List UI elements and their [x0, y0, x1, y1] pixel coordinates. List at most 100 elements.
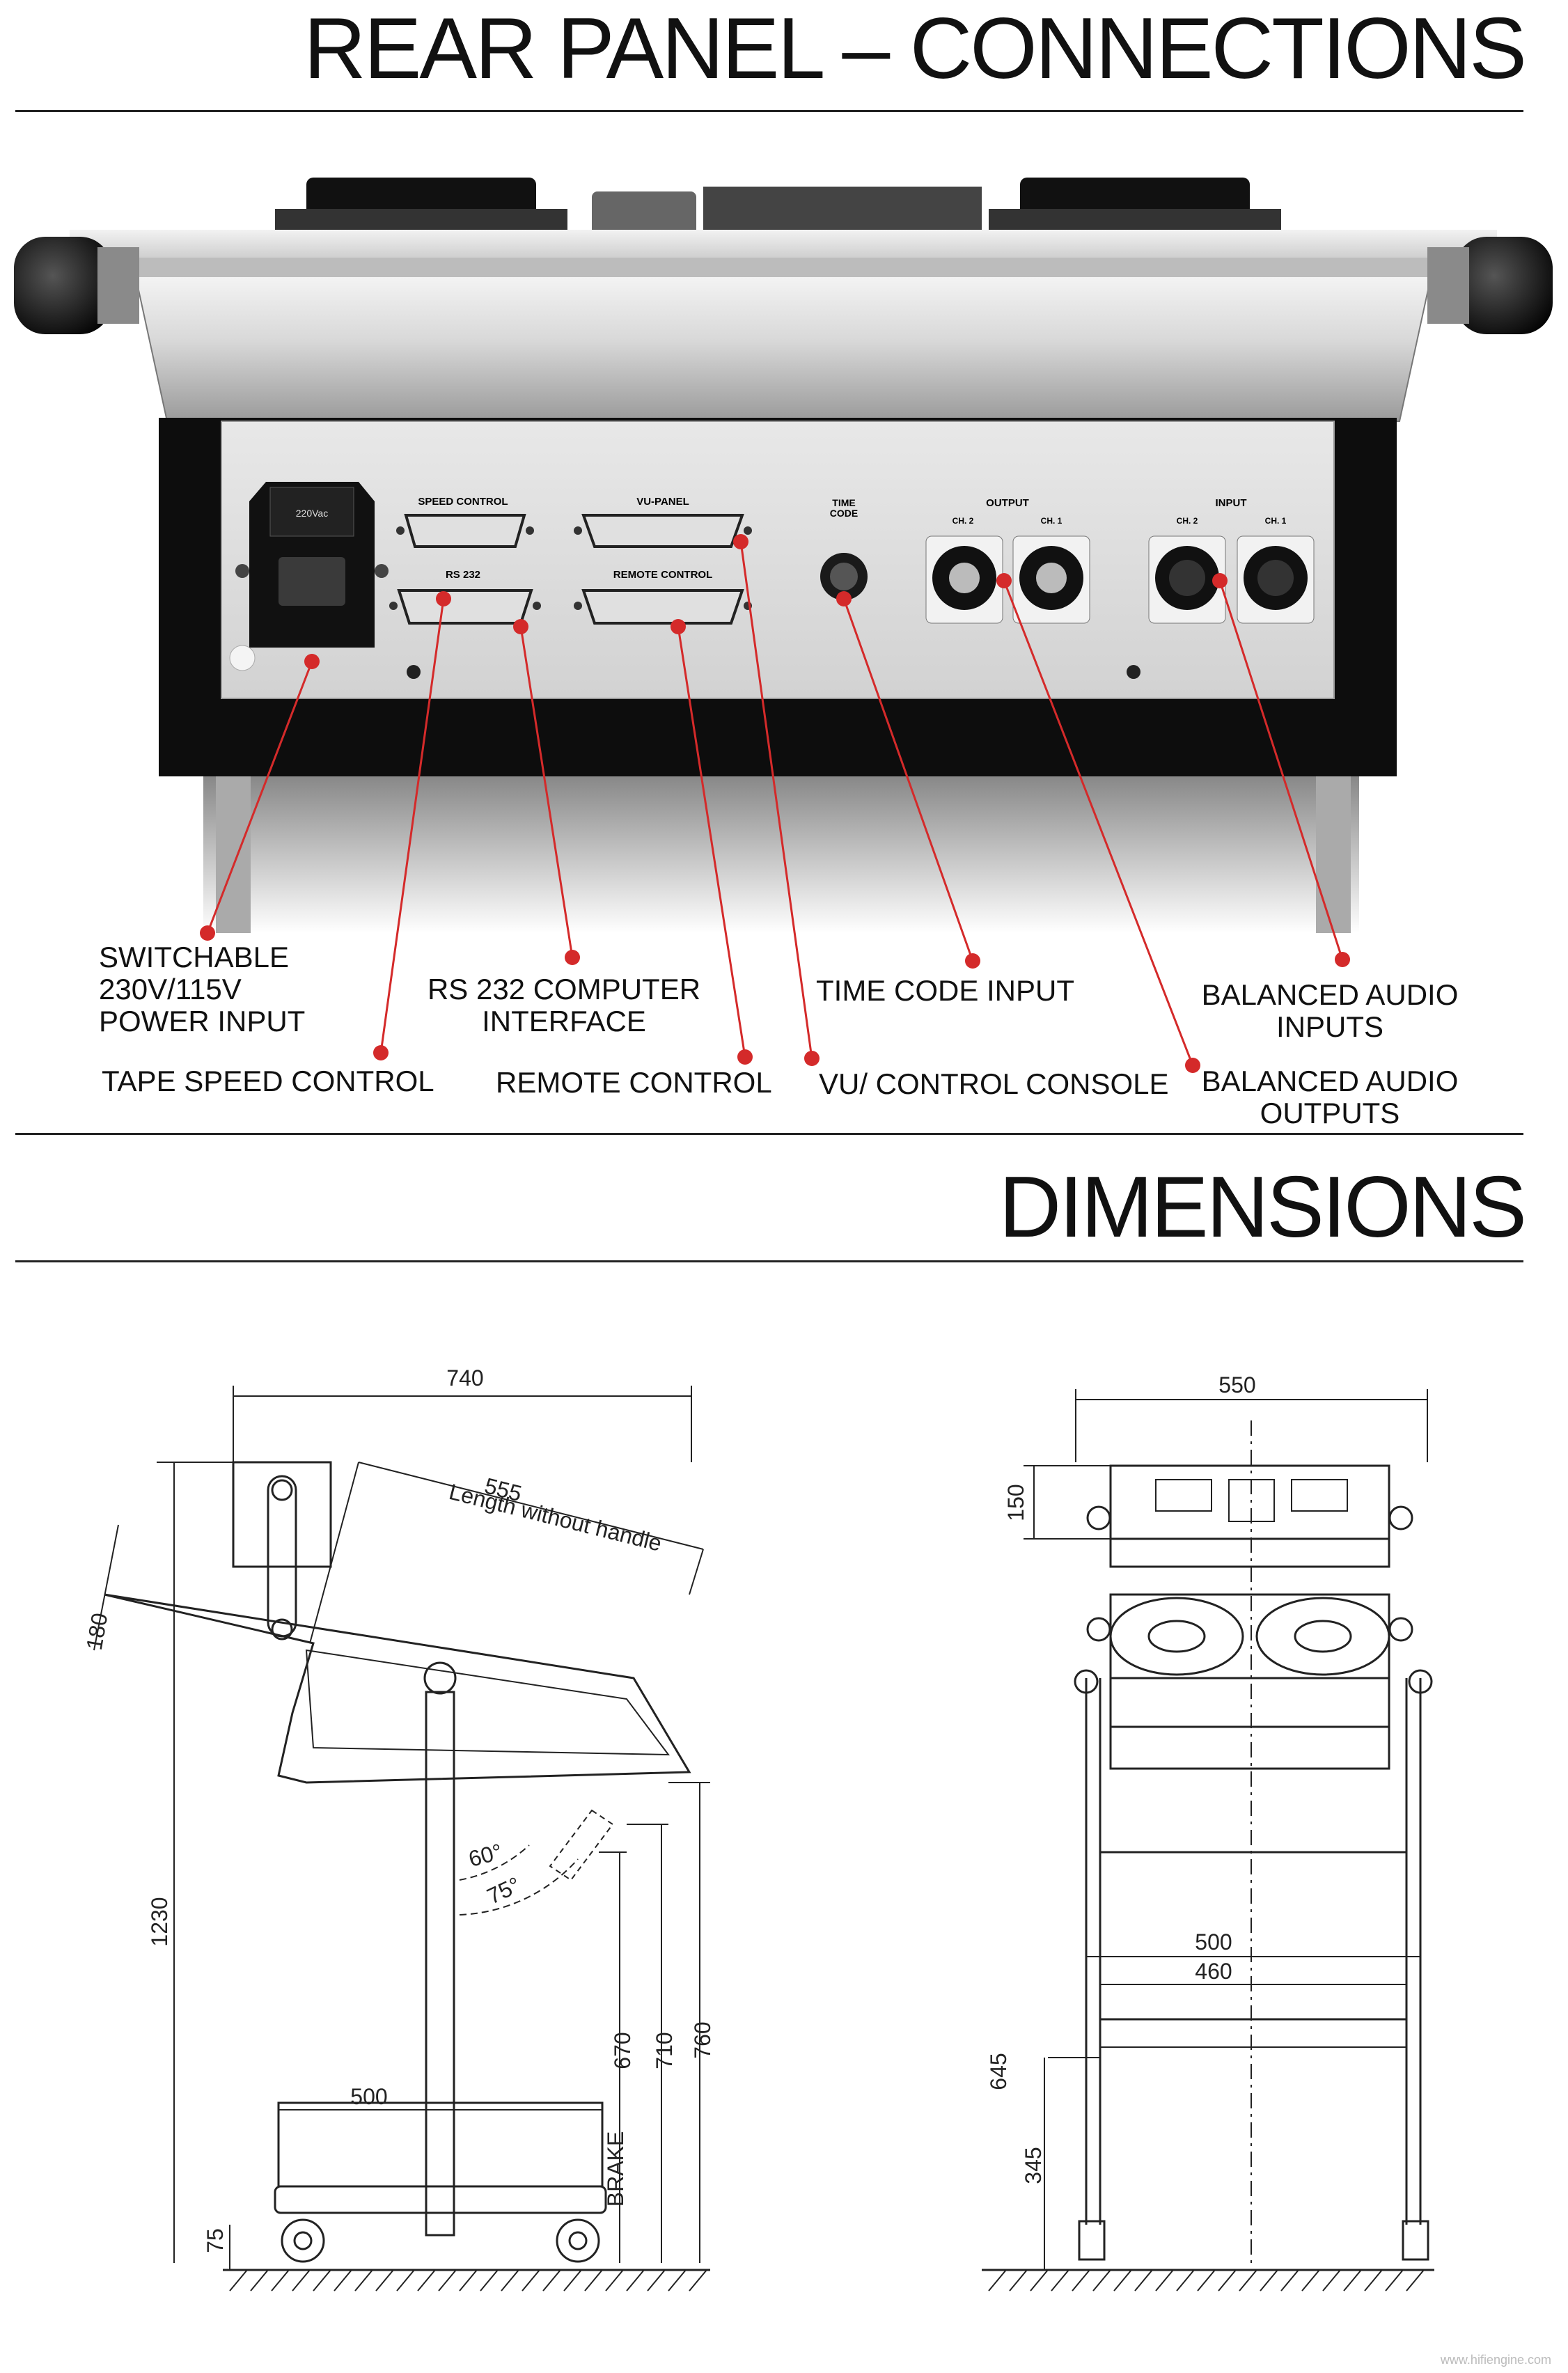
angle-60: 60°	[466, 1839, 505, 1872]
callout-dot	[737, 1049, 753, 1065]
section-rule	[15, 1133, 1523, 1135]
handle-knob-right	[1427, 237, 1553, 334]
input-ch2-label: CH. 2	[1177, 516, 1198, 526]
dimension-drawings: 740 555 Length without handle 180 60° 75…	[81, 1365, 1434, 2292]
callout-rs232: RS 232 COMPUTER INTERFACE	[418, 973, 710, 1037]
callout-lines	[200, 534, 1350, 1073]
dim-645: 645	[986, 2053, 1011, 2090]
input-ch1-label: CH. 1	[1265, 516, 1287, 526]
rs232-port-label: RS 232	[446, 569, 480, 581]
side-view	[93, 1386, 710, 2271]
callout-dot	[200, 925, 215, 941]
ground-post	[229, 645, 256, 671]
handle-knob-left	[14, 237, 139, 334]
remote-control-connector	[574, 589, 752, 625]
callout-tape-speed: TAPE SPEED CONTROL	[102, 1065, 434, 1097]
callout-balanced-inputs: BALANCED AUDIO INPUTS	[1184, 979, 1476, 1043]
rear-panel-photo: 220Vac SPEED CONTROL RS 232 VU-PANEL REM…	[14, 178, 1553, 933]
carry-handle	[131, 258, 1436, 422]
dim-710: 710	[652, 2032, 677, 2069]
callout-balanced-outputs: BALANCED AUDIO OUTPUTS	[1184, 1065, 1476, 1129]
input-port-label: INPUT	[1216, 497, 1247, 509]
dim-670: 670	[610, 2032, 635, 2069]
output-port-label: OUTPUT	[986, 497, 1029, 509]
output-ch1-xlr	[1012, 535, 1090, 624]
screw	[1127, 665, 1140, 679]
time-code-port-label-2: CODE	[830, 508, 858, 519]
vu-panel-port-label: VU-PANEL	[636, 496, 689, 508]
callout-line-outputs	[1003, 580, 1194, 1066]
screw	[407, 665, 421, 679]
callout-dot	[565, 950, 580, 965]
dimensions-title: DIMENSIONS	[998, 1159, 1527, 1255]
callout-bal-in-line1: BALANCED AUDIO	[1201, 978, 1459, 1011]
head-cover	[592, 191, 696, 240]
remote-control-port-label: REMOTE CONTROL	[613, 569, 713, 581]
dim-760: 760	[690, 2021, 715, 2058]
brake-label: BRAKE	[603, 2131, 628, 2207]
callout-rs232-line2: INTERFACE	[482, 1005, 646, 1037]
callout-line-remote	[677, 626, 746, 1058]
title-rule	[15, 110, 1523, 112]
dim-460: 460	[1195, 1959, 1232, 1984]
stand-base	[203, 776, 1359, 933]
deck-top	[70, 230, 1497, 258]
callout-line-vu	[739, 541, 813, 1059]
callout-dot	[1335, 952, 1350, 967]
dim-front-500: 500	[1195, 1929, 1232, 1955]
watermark: www.hifiengine.com	[1440, 2353, 1551, 2367]
output-ch2-xlr	[925, 535, 1003, 624]
dim-740: 740	[446, 1365, 483, 1391]
callout-dot	[671, 619, 686, 634]
tape-reel-left	[275, 178, 567, 230]
dim-side-500: 500	[350, 2084, 387, 2109]
speed-control-connector	[396, 514, 534, 548]
callout-dot	[836, 591, 852, 606]
callout-time-code: TIME CODE INPUT	[816, 974, 1075, 1007]
speed-control-port-label: SPEED CONTROL	[418, 496, 508, 508]
input-ch1-xlr	[1237, 535, 1315, 624]
callout-dot	[733, 534, 748, 549]
page-title: REAR PANEL – CONNECTIONS	[304, 1, 1527, 97]
callout-dot	[804, 1051, 820, 1066]
deck-plate	[703, 187, 982, 235]
callout-line-speed	[379, 598, 445, 1054]
dim-75: 75	[203, 2228, 228, 2253]
ground-hatch	[229, 2269, 1425, 2292]
time-code-port-label-1: TIME	[832, 497, 855, 508]
callout-dot	[1185, 1058, 1200, 1073]
callout-dot	[436, 591, 451, 606]
callout-dot	[965, 953, 980, 969]
dim-180: 180	[81, 1611, 113, 1652]
callout-line-power	[206, 661, 313, 934]
dim-150: 150	[1003, 1484, 1028, 1521]
dim-345: 345	[1021, 2147, 1046, 2184]
output-ch2-label: CH. 2	[952, 516, 974, 526]
stand-leg-right	[1316, 776, 1351, 933]
dim-length-note: Length without handle	[446, 1479, 664, 1556]
time-code-connector	[820, 553, 868, 600]
callout-line-timecode	[842, 598, 974, 962]
callout-remote: REMOTE CONTROL	[496, 1066, 772, 1099]
angle-75: 75°	[483, 1872, 524, 1909]
callout-power-input: SWITCHABLE 230V/115V POWER INPUT	[99, 941, 305, 1037]
callout-bal-out-line2: OUTPUTS	[1260, 1097, 1400, 1129]
tape-reel-right	[989, 178, 1281, 230]
power-inlet: 220Vac	[235, 482, 389, 648]
output-ch1-label: CH. 1	[1041, 516, 1063, 526]
callout-power-line2: 230V/115V	[99, 973, 242, 1005]
input-ch2-xlr	[1148, 535, 1226, 624]
callout-dot	[373, 1045, 389, 1060]
callout-power-line1: SWITCHABLE	[99, 941, 290, 973]
callout-dot	[513, 619, 528, 634]
callout-vu-console: VU/ CONTROL CONSOLE	[819, 1067, 1169, 1100]
callout-dot	[1212, 573, 1228, 588]
voltage-label: 220Vac	[296, 508, 328, 519]
callout-line-rs232	[519, 626, 574, 958]
dim-1230: 1230	[147, 1897, 172, 1946]
callout-bal-out-line1: BALANCED AUDIO	[1201, 1065, 1459, 1097]
front-view	[982, 1389, 1434, 2271]
dimensions-rule	[15, 1260, 1523, 1262]
dim-550: 550	[1218, 1372, 1255, 1397]
stand-leg-left	[216, 776, 251, 933]
